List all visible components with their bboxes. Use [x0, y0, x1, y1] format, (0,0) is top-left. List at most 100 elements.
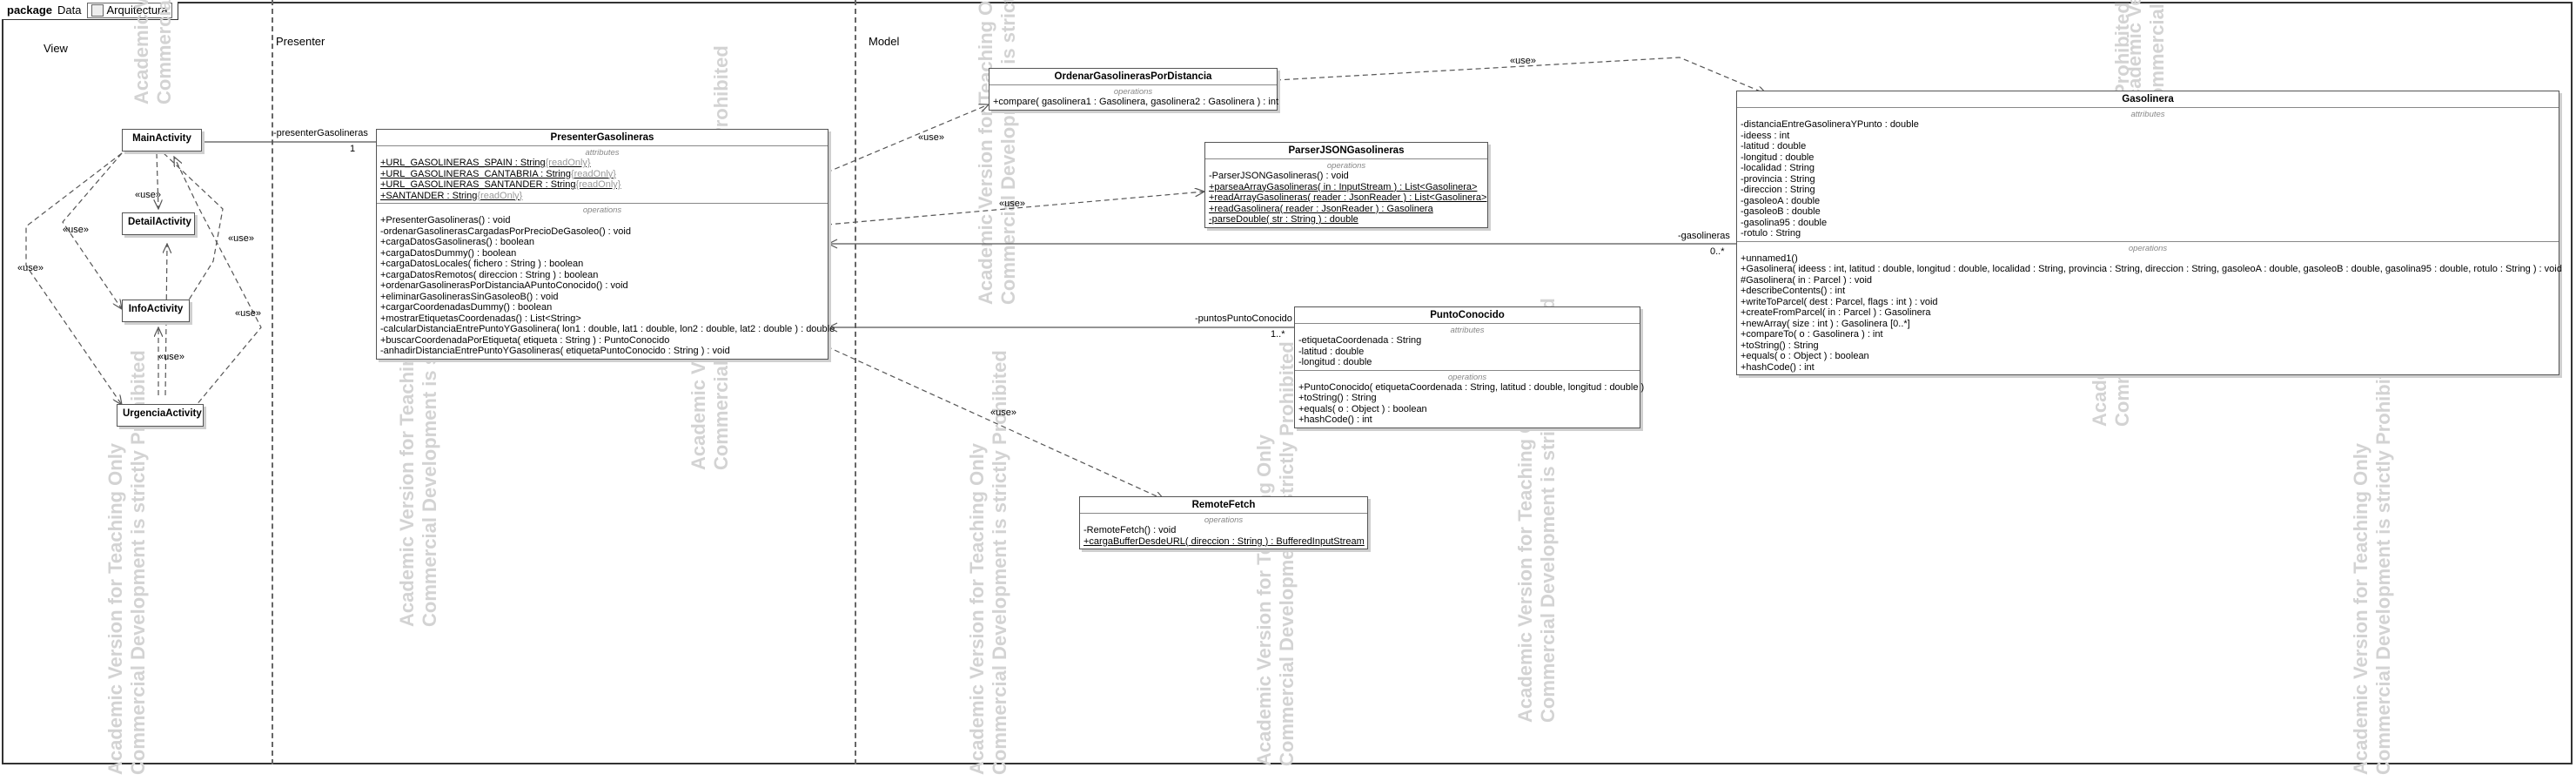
operation-row: +hashCode() : int — [1741, 361, 1815, 373]
operation-row: +readGasolinera( reader : JsonReader ) :… — [1209, 203, 1433, 214]
operations-section: operations -ParserJSONGasolineras() : vo… — [1205, 158, 1487, 227]
attributes-section: attributes -distanciaEntreGasolineraYPun… — [1737, 107, 2559, 241]
use-edge — [826, 192, 1204, 226]
attribute-row: -gasolina95 : double — [1741, 217, 1828, 228]
association-multiplicity: 1..* — [1271, 329, 1285, 340]
operation-row: +cargaBufferDesdeURL( direccion : String… — [1083, 535, 1365, 547]
diagram-link[interactable]: Arquitectura — [86, 3, 172, 18]
operation-row: +PresenterGasolineras() : void — [380, 215, 511, 226]
operation-row: +cargaDatosLocales( fichero : String ) :… — [380, 259, 584, 269]
association-role: -presenterGasolineras — [273, 128, 368, 138]
class-detail-activity[interactable]: DetailActivity — [122, 212, 195, 235]
attribute-row: -direccion : String — [1741, 185, 1815, 195]
association-role: -gasolineras — [1678, 231, 1730, 241]
use-stereotype: «use» — [228, 233, 254, 244]
use-edge — [1275, 57, 1767, 94]
attribute-row: +SANTANDER : String{readOnly} — [380, 191, 824, 202]
operation-row: +hashCode() : int — [1298, 414, 1372, 425]
operation-row: +cargaDatosGasolineras() : boolean — [380, 237, 535, 247]
class-presenter-gasolineras[interactable]: PresenterGasolineras attributes +URL_GAS… — [376, 129, 835, 360]
association-multiplicity: 0..* — [1710, 246, 1725, 257]
attribute-constraint: {readOnly} — [570, 168, 616, 179]
operation-row: +equals( o : Object ) : boolean — [1741, 351, 1869, 361]
operation-row: +toString() : String — [1298, 393, 1377, 403]
operation-row: +newArray( size : int ) : Gasolinera [0.… — [1741, 318, 1910, 329]
operation-row: +buscarCoordenadaPorEtiqueta( etiqueta :… — [380, 334, 670, 346]
attribute-constraint: {readOnly} — [477, 190, 523, 201]
operation-row: +Gasolinera( ideess : int, latitud : dou… — [1741, 264, 2562, 274]
lane-divider — [272, 0, 273, 764]
class-remote-fetch[interactable]: RemoteFetch operations -RemoteFetch() : … — [1079, 496, 1368, 549]
use-edge — [826, 346, 1164, 500]
attribute-row: +URL_GASOLINERAS_SANTANDER : String{read… — [380, 179, 824, 191]
class-ordenar-gasolineras[interactable]: OrdenarGasolinerasPorDistancia operation… — [989, 68, 1278, 111]
package-keyword: package — [7, 3, 53, 17]
operation-row: +mostrarEtiquetasCoordenadas() : List<St… — [380, 313, 581, 324]
attribute-row: -latitud : double — [1741, 141, 1807, 151]
operation-row: -anhadirDistanciaEntrePuntoYGasolineras(… — [380, 346, 730, 356]
association-multiplicity: 1 — [350, 144, 356, 154]
operation-row: -ordenarGasolinerasCargadasPorPrecioDeGa… — [380, 226, 631, 237]
operation-row: +eliminarGasolinerasSinGasoleoB() : void — [380, 291, 559, 302]
package-frame — [2, 2, 2573, 764]
use-stereotype: «use» — [17, 263, 44, 273]
operations-section: operations +PresenterGasolineras() : voi… — [377, 203, 835, 359]
operation-row: -calcularDistanciaEntrePuntoYGasolinera(… — [380, 324, 835, 334]
attribute-row: -provincia : String — [1741, 173, 1815, 185]
use-stereotype: «use» — [990, 407, 1016, 418]
operations-section: operations +unnamed1()+Gasolinera( idees… — [1737, 240, 2562, 375]
use-stereotype: «use» — [63, 225, 89, 235]
class-punto-conocido[interactable]: PuntoConocido attributes -etiquetaCoorde… — [1294, 306, 1645, 428]
diagram-name: Arquitectura — [106, 3, 168, 17]
operation-row: -ParserJSONGasolineras() : void — [1209, 171, 1349, 181]
class-parser-json[interactable]: ParserJSONGasolineras operations -Parser… — [1204, 142, 1488, 228]
attribute-row: -etiquetaCoordenada : String — [1298, 335, 1422, 346]
operation-row: -parseDouble( str : String ) : double — [1209, 214, 1358, 225]
use-edge — [826, 104, 989, 173]
class-name: OrdenarGasolinerasPorDistancia — [1054, 71, 1212, 82]
package-tab: package Data Arquitectura — [2, 2, 178, 20]
attribute-type: : String — [542, 179, 576, 190]
class-name: Gasolinera — [2122, 94, 2174, 104]
class-urgencia-activity[interactable]: UrgenciaActivity — [117, 404, 204, 427]
attribute-row: +URL_GASOLINERAS_CANTABRIA : String{read… — [380, 169, 824, 180]
use-edge — [25, 152, 122, 405]
use-stereotype: «use» — [1510, 56, 1536, 66]
operation-row: +unnamed1() — [1741, 252, 1798, 264]
operation-row: +cargarCoordenadasDummy() : boolean — [380, 302, 553, 313]
use-edge — [157, 152, 158, 209]
use-stereotype: «use» — [918, 132, 944, 143]
class-name: ParserJSONGasolineras — [1288, 145, 1405, 156]
attribute-row: -longitud : double — [1741, 151, 1815, 163]
lane-divider — [855, 0, 856, 764]
class-name: RemoteFetch — [1191, 500, 1256, 510]
operation-row: +parseaArrayGasolineras( in : InputStrea… — [1209, 181, 1478, 192]
class-main-activity[interactable]: MainActivity — [122, 129, 202, 151]
class-info-activity[interactable]: InfoActivity — [122, 300, 190, 322]
operation-row: +equals( o : Object ) : boolean — [1298, 403, 1427, 414]
use-stereotype: «use» — [999, 199, 1025, 209]
attribute-row: -distanciaEntreGasolineraYPunto : double — [1741, 119, 1919, 130]
use-stereotype: «use» — [158, 352, 184, 362]
class-gasolinera[interactable]: Gasolinera attributes -distanciaEntreGas… — [1736, 91, 2562, 375]
use-stereotype: «use» — [135, 190, 161, 200]
use-edge — [163, 152, 224, 318]
operation-row: -RemoteFetch() : void — [1083, 525, 1177, 535]
attribute-constraint: {readOnly} — [575, 179, 621, 190]
lane-label-presenter: Presenter — [276, 35, 325, 48]
operations-section: operations -RemoteFetch() : void+cargaBu… — [1080, 513, 1367, 549]
operation-row: +PuntoConocido( etiquetaCoordenada : Str… — [1298, 381, 1645, 393]
operation-row: +compareTo( o : Gasolinera ) : int — [1741, 329, 1883, 340]
operations-section: operations +PuntoConocido( etiquetaCoord… — [1295, 369, 1645, 428]
attribute-row: -latitud : double — [1298, 346, 1365, 357]
attribute-row: -rotulo : String — [1741, 228, 1801, 239]
attributes-section: attributes -etiquetaCoordenada : String-… — [1295, 323, 1640, 370]
operation-row: #Gasolinera( in : Parcel ) : void — [1741, 274, 1873, 286]
operation-row: +createFromParcel( in : Parcel ) : Gasol… — [1741, 307, 1931, 318]
operation-row: +cargaDatosDummy() : boolean — [380, 247, 517, 259]
operation-row: +cargaDatosRemotos( direccion : String )… — [380, 269, 599, 280]
attribute-name: +URL_GASOLINERAS_SPAIN — [380, 158, 513, 168]
attribute-row: +URL_GASOLINERAS_SPAIN : String{readOnly… — [380, 158, 824, 169]
use-edge — [174, 157, 262, 417]
